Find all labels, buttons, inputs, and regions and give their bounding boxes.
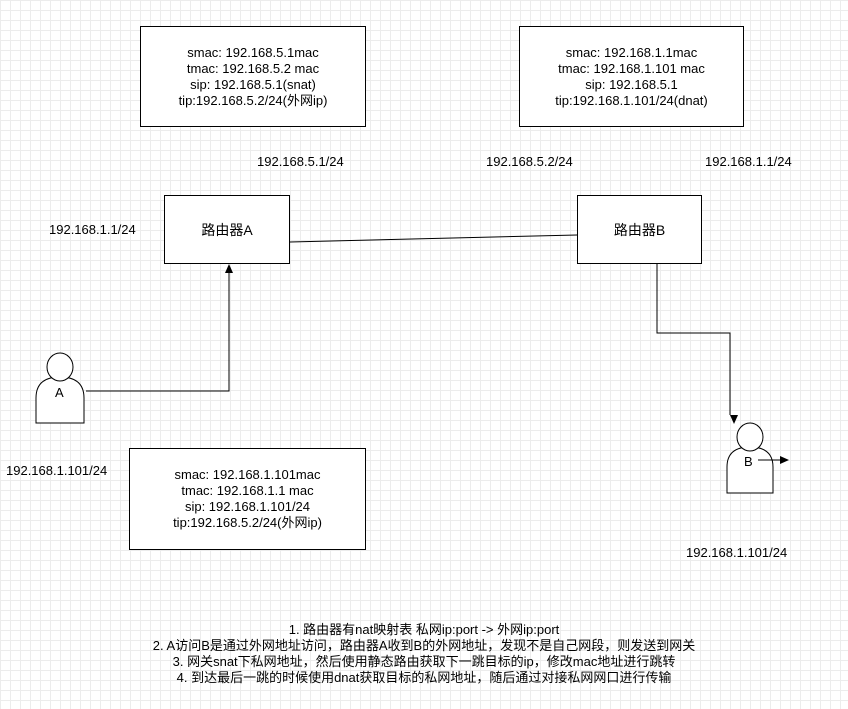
arrowhead-down-icon [730, 415, 738, 424]
packet-line: smac: 192.168.5.1mac [187, 44, 319, 60]
packet-line: smac: 192.168.1.101mac [174, 467, 321, 482]
user-b-icon [726, 422, 774, 494]
packet-box-bottom: smac: 192.168.1.101mac tmac: 192.168.1.1… [129, 448, 366, 550]
packet-line: sip: 192.168.5.1 [585, 76, 678, 92]
host-a-connector [86, 272, 230, 392]
packet-line: tip:192.168.5.2/24(外网ip) [173, 515, 322, 530]
packet-line: tmac: 192.168.1.101 mac [558, 60, 705, 76]
router-link-line [289, 234, 578, 243]
note-line: 1. 路由器有nat映射表 私网ip:port -> 外网ip:port [288, 622, 560, 637]
note-line: 4. 到达最后一跳的时候使用dnat获取目标的私网地址，随后通过对接私网网口进行… [176, 670, 672, 685]
packet-box-top-left: smac: 192.168.5.1mac tmac: 192.168.5.2 m… [140, 26, 366, 127]
arrowhead-right-icon [780, 456, 789, 464]
ip-label-router-a-lan: 192.168.1.1/24 [49, 222, 136, 237]
ip-label-host-b: 192.168.1.101/24 [686, 545, 788, 560]
note-line: 3. 网关snat下私网地址，然后使用静态路由获取下一跳目标的ip，修改mac地… [172, 654, 676, 669]
router-a[interactable]: 路由器A [164, 195, 290, 264]
router-b-label: 路由器B [613, 221, 666, 238]
user-a-icon [35, 352, 85, 424]
arrowhead-up-icon [225, 264, 233, 273]
packet-box-top-right: smac: 192.168.1.1mac tmac: 192.168.1.101… [519, 26, 744, 127]
host-b-connector [656, 264, 731, 415]
note-line: 2. A访问B是通过外网地址访问，路由器A收到B的外网地址，发现不是自己网段，则… [152, 638, 696, 653]
packet-line: sip: 192.168.5.1(snat) [190, 76, 316, 92]
router-a-label: 路由器A [201, 221, 253, 238]
packet-line: tmac: 192.168.1.1 mac [181, 483, 314, 498]
notes-block: 1. 路由器有nat映射表 私网ip:port -> 外网ip:port 2. … [0, 622, 848, 686]
packet-line: tip:192.168.1.101/24(dnat) [555, 92, 708, 108]
user-b-label: B [744, 454, 753, 469]
packet-line: smac: 192.168.1.1mac [565, 44, 698, 60]
ip-label-router-a-wan: 192.168.5.1/24 [257, 154, 344, 169]
ip-label-router-b-lan: 192.168.1.1/24 [705, 154, 792, 169]
ip-label-router-b-wan: 192.168.5.2/24 [486, 154, 573, 169]
packet-line: tip:192.168.5.2/24(外网ip) [178, 92, 328, 108]
packet-line: tmac: 192.168.5.2 mac [186, 60, 320, 76]
user-a-label: A [55, 385, 64, 400]
router-b[interactable]: 路由器B [577, 195, 702, 264]
packet-line: sip: 192.168.1.101/24 [184, 499, 311, 514]
ip-label-host-a: 192.168.1.101/24 [6, 463, 108, 478]
